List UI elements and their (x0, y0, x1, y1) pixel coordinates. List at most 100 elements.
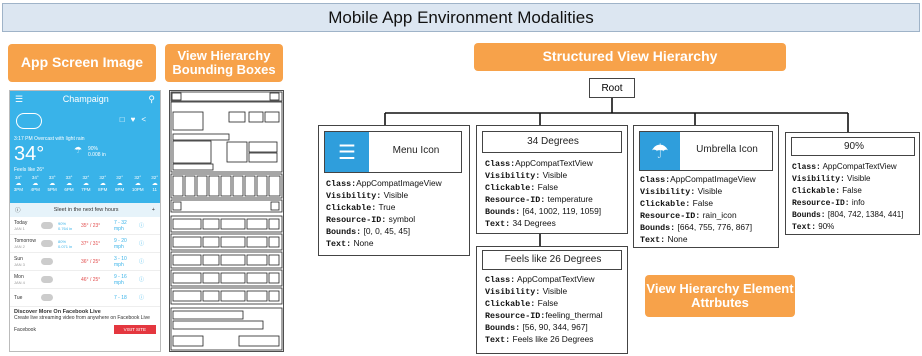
attr-key: Bounds: (326, 227, 362, 237)
weather-description: 3:17 PM Overcast with light rain (14, 136, 85, 142)
alert-bar[interactable]: ⓘ Sleet in the next few hours + (10, 203, 160, 217)
cloud-icon: ☁ (32, 181, 39, 187)
visit-site-button[interactable]: VISIT SITE (113, 325, 156, 334)
city-title: Champaign (62, 94, 109, 104)
attr-class: AppCompatTextView (515, 274, 595, 284)
tree-root-node: Root (589, 78, 635, 98)
attr-text: 90% (818, 222, 835, 231)
label-view-hierarchy-bb: View Hierarchy Bounding Boxes (165, 44, 283, 82)
heart-icon[interactable]: ♥ (130, 115, 142, 124)
attr-bounds: [56, 90, 344, 967] (522, 322, 588, 332)
hour-time: 5PM (47, 187, 57, 192)
info-icon[interactable]: ⓘ (139, 277, 145, 283)
attr-key: Clickable: (792, 187, 841, 196)
hour-temp: 32° (134, 175, 142, 180)
weather-header: ☰ Champaign ⚲ □♥< 3:17 PM Overcast with … (10, 91, 160, 203)
label-structured-view-hierarchy: Structured View Hierarchy (474, 43, 786, 71)
attr-key: Class: (485, 275, 516, 285)
attr-resource-id: rain_icon (702, 210, 737, 220)
attr-key: Text: (485, 219, 511, 229)
hour-item: 32°☁10PM (132, 175, 144, 192)
node-attributes: Class:AppCompatImageView Visibility: Vis… (326, 178, 442, 250)
node-title: Umbrella Icon (696, 144, 758, 155)
node-34-degrees: 34 Degrees Class:AppCompatTextView Visib… (476, 125, 628, 234)
node-attributes: Class:AppCompatTextView Visibility: Visi… (485, 158, 601, 230)
day-date: JAN 1 (14, 226, 25, 231)
hour-temp: 32° (82, 175, 90, 180)
attr-class: AppCompatImageView (670, 174, 756, 184)
attr-key: Class: (485, 159, 516, 169)
info-icon[interactable]: ⓘ (139, 259, 145, 265)
hour-item: 32°☁7PM (81, 175, 90, 192)
hour-temp: 33° (48, 175, 56, 180)
attr-bounds: [804, 742, 1384, 441] (827, 210, 904, 219)
cloud-icon: ☁ (49, 181, 56, 187)
attr-key: Class: (326, 179, 357, 189)
attr-clickable: False (537, 298, 559, 308)
attr-key: Visibility: (792, 175, 845, 184)
plus-icon[interactable]: + (151, 207, 155, 213)
hour-temp: 34° (31, 175, 39, 180)
node-header: 34 Degrees (482, 131, 622, 153)
temperature-value: 34° (14, 143, 45, 165)
cloud-icon (16, 113, 42, 129)
hour-time: 3PM (13, 187, 24, 192)
attr-clickable: False (842, 186, 862, 195)
rain-amount: 0.008 in (88, 152, 106, 158)
ad-banner[interactable]: Discover More On Facebook Live Create li… (10, 307, 160, 336)
bounding-box-wireframe (169, 90, 284, 352)
share-icon[interactable]: < (141, 115, 152, 124)
node-header: ☂ Umbrella Icon (639, 131, 773, 171)
attr-key: Bounds: (485, 207, 521, 217)
hour-time: 4PM (30, 187, 40, 192)
hour-time: 11 (152, 187, 158, 192)
attr-class: AppCompatTextView (515, 158, 593, 168)
attr-key: Resource-ID: (485, 311, 546, 321)
attr-bounds: [0, 0, 45, 45] (363, 226, 411, 236)
label-app-screen: App Screen Image (8, 44, 156, 82)
node-menu-icon: ☰ Menu Icon Class:AppCompatImageView Vis… (318, 125, 470, 256)
banner-title: Mobile App Environment Modalities (2, 3, 920, 32)
attr-resource-id: feeling_thermal (545, 310, 603, 320)
attr-key: Bounds: (640, 223, 676, 233)
attr-key: Resource-ID: (640, 211, 701, 221)
message-icon[interactable]: □ (119, 115, 131, 124)
attr-visibility: Visible (542, 170, 568, 180)
menu-icon: ☰ (325, 132, 369, 172)
info-icon[interactable]: ⓘ (139, 223, 145, 229)
hour-temp: 34° (15, 175, 22, 180)
forecast-day: Tue (14, 295, 36, 301)
hour-time: 7PM (81, 187, 91, 192)
forecast-temp: 35° / 23° (81, 222, 101, 229)
node-title: Menu Icon (392, 145, 440, 156)
forecast-temp: 46° / 25° (81, 276, 101, 283)
node-attributes: Class: AppCompatTextView Visibility: Vis… (485, 274, 603, 346)
attr-key: Clickable: (326, 203, 377, 213)
forecast-wind: 7 - 32 mph (114, 219, 127, 232)
cloud-icon (41, 276, 53, 283)
attr-key: Visibility: (640, 187, 696, 197)
hour-item: 32°☁9PM (115, 175, 124, 192)
node-90-percent: 90% Class: AppCompatTextView Visibility:… (785, 132, 920, 235)
info-icon[interactable]: ⓘ (139, 295, 145, 301)
node-header: 90% (791, 137, 915, 156)
menu-icon[interactable]: ☰ (15, 93, 24, 104)
day-date: JAN 3 (14, 262, 25, 267)
info-icon[interactable]: ⓘ (139, 241, 145, 247)
cloud-icon: ☁ (82, 181, 89, 187)
attr-key: Text: (326, 239, 352, 249)
search-icon[interactable]: ⚲ (148, 93, 155, 104)
hour-item: 33°☁5PM (48, 175, 57, 192)
attr-clickable: False (537, 182, 559, 192)
precip-amt: 0.764 in (58, 225, 73, 231)
hour-time: 10PM (131, 187, 144, 192)
ad-source: Facebook (14, 326, 36, 333)
